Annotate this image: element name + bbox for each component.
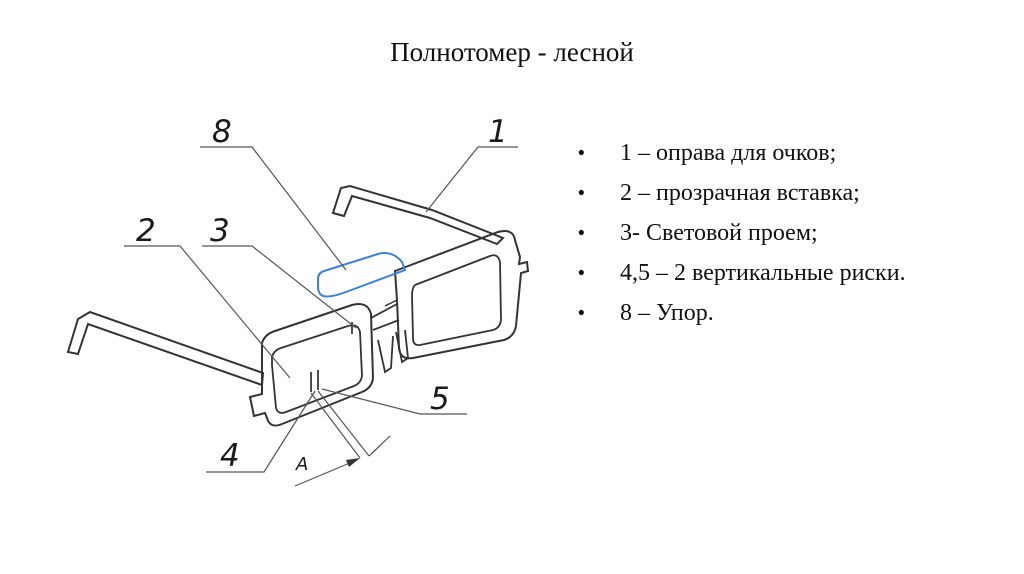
legend-item-text: 4,5 – 2 вертикальные риски. bbox=[620, 260, 906, 286]
callout-5: 5 bbox=[430, 381, 450, 417]
right-frame bbox=[384, 230, 530, 360]
bullet-icon: • bbox=[576, 223, 587, 244]
callout-2: 2 bbox=[136, 213, 156, 249]
legend-item: • 4,5 – 2 вертикальные риски. bbox=[566, 258, 926, 289]
transparent-insert-outline bbox=[317, 252, 407, 298]
legend-item-text: 8 – Упор. bbox=[620, 300, 714, 326]
callout-4: 4 bbox=[220, 438, 240, 474]
legend-item: • 3- Световой проем; bbox=[566, 218, 926, 249]
slide-title: Полнотомер - лесной bbox=[390, 37, 634, 67]
legend-item-text: 3- Световой проем; bbox=[620, 220, 818, 246]
left-temple bbox=[66, 310, 265, 387]
callout-8: 8 bbox=[212, 114, 232, 150]
right-temple bbox=[331, 184, 505, 246]
bullet-icon: • bbox=[576, 143, 587, 164]
left-frame bbox=[248, 303, 375, 427]
legend-item-text: 2 – прозрачная вставка; bbox=[620, 180, 860, 206]
legend-item-text: 1 – оправа для очков; bbox=[620, 140, 837, 166]
legend-item: • 8 – Упор. bbox=[566, 298, 926, 329]
callout-1: 1 bbox=[488, 114, 508, 150]
bridge bbox=[370, 303, 409, 374]
dimension-label: A bbox=[295, 454, 308, 475]
legend-list: • 1 – оправа для очков; • 2 – прозрачная в… bbox=[566, 138, 926, 338]
dimension-arrows bbox=[346, 445, 380, 467]
bullet-icon: • bbox=[576, 183, 587, 204]
legend-item: • 1 – оправа для очков; bbox=[566, 138, 926, 169]
vertical-marks bbox=[310, 322, 353, 392]
legend-item: • 2 – прозрачная вставка; bbox=[566, 178, 926, 209]
callout-3: 3 bbox=[210, 213, 230, 249]
leader-lines bbox=[124, 146, 518, 487]
bullet-icon: • bbox=[576, 263, 587, 284]
bullet-icon: • bbox=[576, 303, 587, 324]
